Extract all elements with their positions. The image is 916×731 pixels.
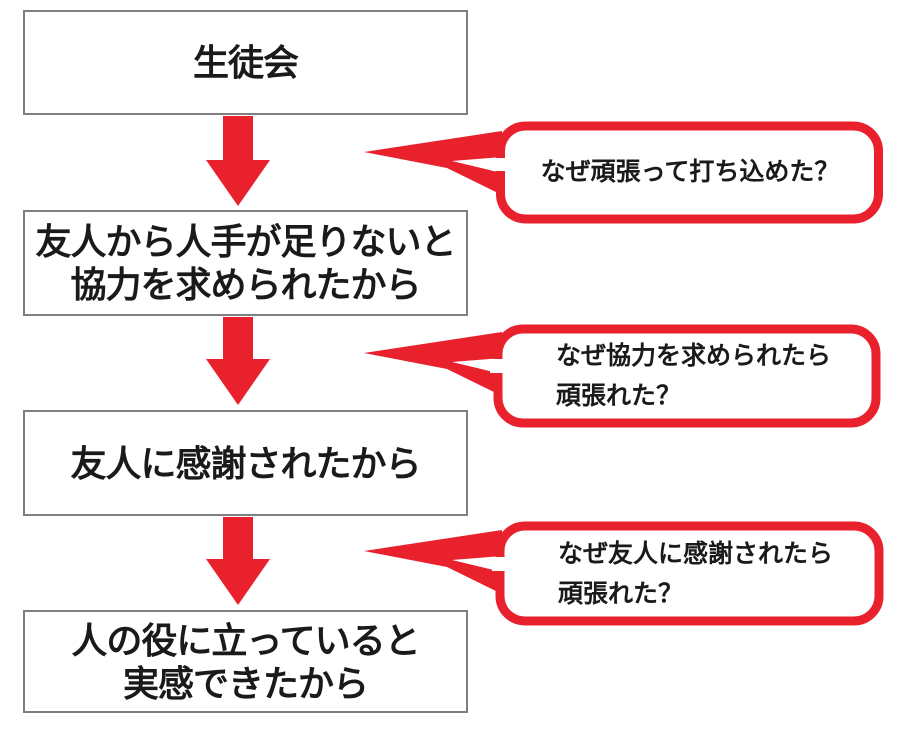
down-arrow-3 [206, 517, 270, 605]
callout-line: 頑張れた？ [556, 382, 682, 410]
callout-line: なぜ頑張って打ち込めた？ [540, 158, 840, 186]
down-arrow-1 [206, 116, 270, 206]
flow-box-reason-1: 友人から人手が足りないと 協力を求められたから [23, 210, 468, 316]
callout-question-3: なぜ友人に感謝されたら 頑張れた？ [558, 521, 878, 627]
callout-tail-1 [364, 131, 502, 195]
flow-box-line: 生徒会 [192, 42, 299, 83]
callout-tail-2 [364, 332, 502, 396]
flow-box-reason-3: 人の役に立っていると 実感できたから [23, 610, 468, 713]
down-arrow-2 [206, 317, 270, 405]
callout-gap-2 [490, 359, 510, 373]
flow-box-activity: 生徒会 [23, 10, 468, 115]
flow-box-line: 協力を求められたから [70, 264, 421, 305]
callout-bubble-1 [496, 121, 883, 224]
callout-tail-3 [364, 530, 502, 594]
callout-bubble-2 [493, 324, 881, 428]
callout-question-1: なぜ頑張って打ち込めた？ [500, 121, 880, 223]
flow-box-reason-2: 友人に感謝されたから [23, 410, 468, 516]
callout-line: 頑張れた？ [558, 580, 684, 608]
flow-box-line: 人の役に立っていると [71, 619, 420, 661]
callout-gap-3 [492, 557, 512, 571]
callout-question-2: なぜ協力を求められたら 頑張れた？ [556, 324, 876, 428]
callout-line: なぜ協力を求められたら [556, 342, 832, 370]
callout-line: なぜ友人に感謝されたら [558, 540, 834, 568]
flow-box-line: 友人に感謝されたから [70, 442, 421, 484]
callout-bubble-3 [495, 521, 884, 626]
flow-box-line: 実感できたから [122, 662, 369, 704]
flow-box-line: 友人から人手が足りないと [35, 221, 456, 262]
callout-gap-1 [492, 158, 512, 171]
